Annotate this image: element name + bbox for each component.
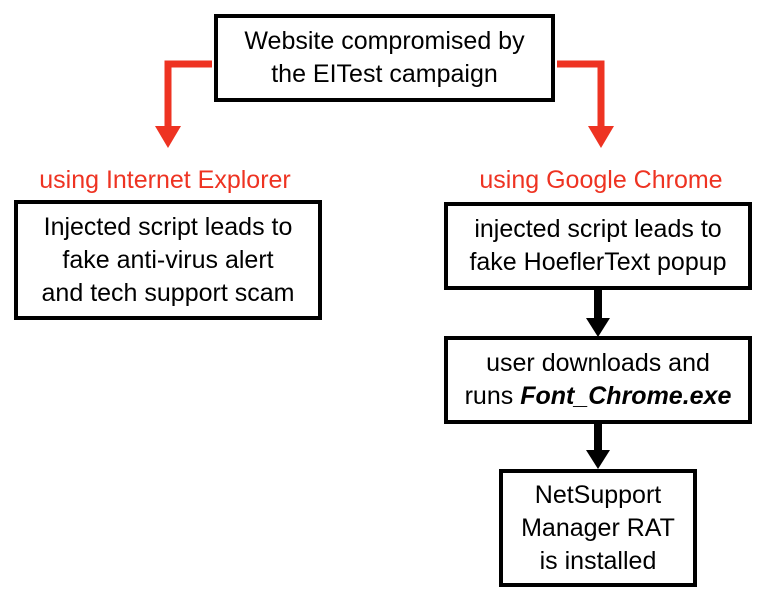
right-branch-arrowhead [588,126,614,148]
left-branch-arrow [164,60,212,128]
chrome-step-1-box: injected script leads to fake HoeflerTex… [444,202,752,290]
chrome-step-3-line-1: NetSupport [534,480,662,509]
chrome-step-2-line-2: runs Font_Chrome.exe [465,380,732,413]
flow-arrowhead-1 [586,318,610,337]
chrome-step-3-line-2: Manager RAT [521,513,675,542]
chrome-step-1-line-2: fake HoeflerText popup [469,248,727,276]
chrome-branch-label: using Google Chrome [479,166,723,194]
start-box-line-1: Website compromised by [244,27,525,55]
right-branch-arrow [557,60,605,128]
left-branch-arrowhead [155,126,181,148]
start-box-line-2: the EITest campaign [271,60,498,88]
chrome-step-2-line-1: user downloads and [486,349,710,377]
chrome-step-2-runs-text: runs [464,382,521,410]
ie-outcome-line-3: and tech support scam [41,278,295,307]
chrome-step-2-box: user downloads and runs Font_Chrome.exe [444,336,752,424]
chrome-step-1-line-1: injected script leads to [474,215,722,243]
ie-outcome-box: Injected script leads to fake anti-virus… [14,200,322,320]
ie-outcome-line-1: Injected script leads to [43,212,293,241]
start-box: Website compromised by the EITest campai… [214,14,555,102]
ie-branch-label: using Internet Explorer [39,166,291,194]
flow-arrowhead-2 [586,450,610,469]
chrome-step-3-line-3: is installed [539,546,657,575]
font-chrome-exe-filename: Font_Chrome.exe [520,382,732,410]
ie-outcome-line-2: fake anti-virus alert [62,245,274,274]
chrome-step-3-box: NetSupport Manager RAT is installed [499,469,697,587]
